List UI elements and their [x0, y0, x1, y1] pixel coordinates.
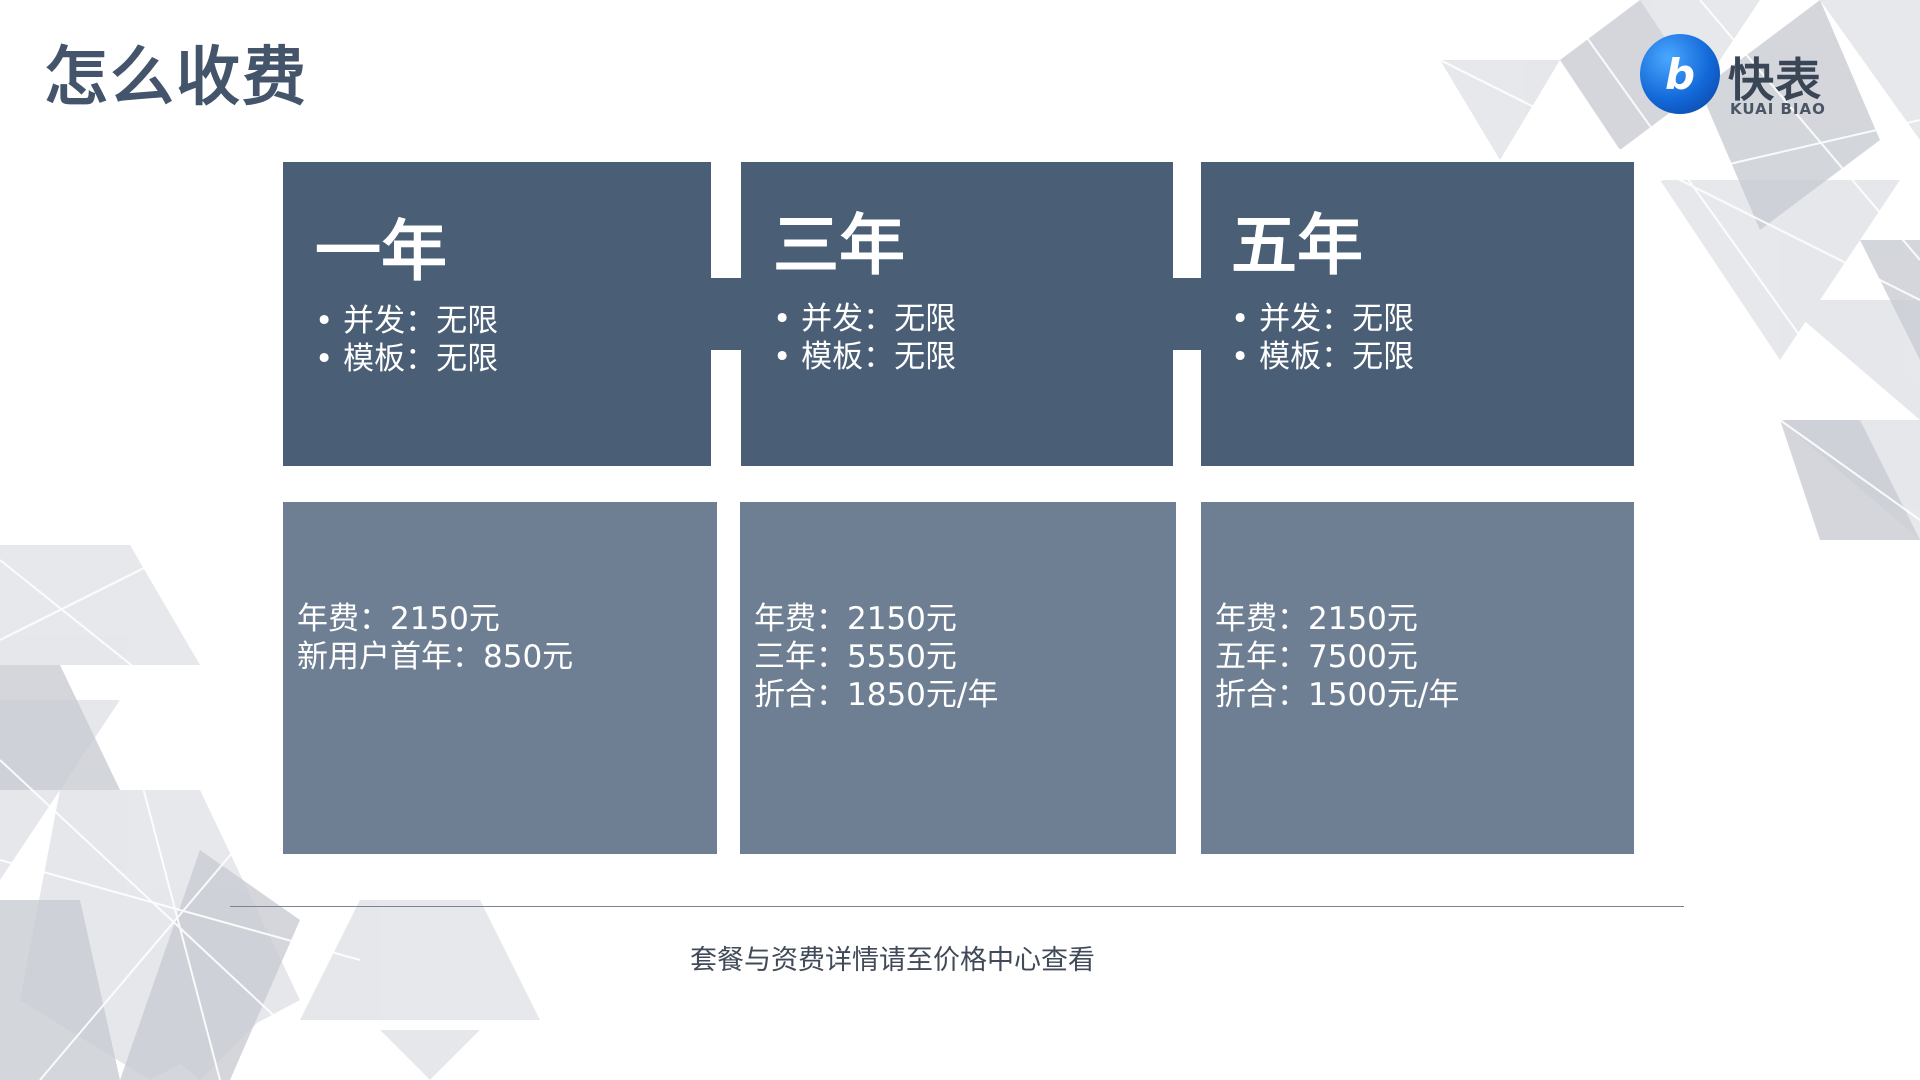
price-lines: 年费：2150元 三年：5550元 折合：1850元/年: [754, 600, 998, 714]
plan-features: 并发：无限 模板：无限: [1231, 300, 1414, 376]
footer-divider: [230, 906, 1684, 907]
price-line: 年费：2150元: [297, 601, 500, 637]
page-title: 怎么收费: [44, 41, 308, 115]
price-card-3: 年费：2150元 五年：7500元 折合：1500元/年: [1201, 502, 1634, 854]
plan-features: 并发：无限 模板：无限: [315, 302, 498, 378]
feature-item: 并发：无限: [773, 300, 956, 338]
price-line: 三年：5550元: [754, 639, 957, 675]
kuaibiao-logo: b 快表 KUAI BIAO: [1640, 30, 1840, 120]
feature-item: 并发：无限: [1231, 300, 1414, 338]
card-connector: [1171, 278, 1205, 350]
price-lines: 年费：2150元 新用户首年：850元: [297, 600, 573, 676]
feature-item: 并发：无限: [315, 302, 498, 340]
feature-item: 模板：无限: [1231, 338, 1414, 376]
price-line: 新用户首年：850元: [297, 639, 574, 675]
price-line: 折合：1850元/年: [754, 677, 999, 713]
price-line: 折合：1500元/年: [1215, 677, 1460, 713]
plan-card-3: 五年 并发：无限 模板：无限: [1201, 162, 1634, 466]
plan-card-1: 一年 并发：无限 模板：无限: [283, 162, 711, 466]
plan-name: 五年: [1231, 207, 1363, 284]
logo-name-cn: 快表: [1728, 53, 1822, 107]
price-card-2: 年费：2150元 三年：5550元 折合：1850元/年: [740, 502, 1176, 854]
plan-name: 一年: [315, 213, 447, 290]
feature-item: 模板：无限: [773, 338, 956, 376]
pricing-center-note: 套餐与资费详情请至价格中心查看: [690, 945, 1095, 976]
price-lines: 年费：2150元 五年：7500元 折合：1500元/年: [1215, 600, 1459, 714]
logo-name-en: KUAI BIAO: [1730, 100, 1826, 118]
plan-card-2: 三年 并发：无限 模板：无限: [741, 162, 1173, 466]
plan-name: 三年: [773, 207, 905, 284]
plan-features: 并发：无限 模板：无限: [773, 300, 956, 376]
price-card-1: 年费：2150元 新用户首年：850元: [283, 502, 717, 854]
feature-item: 模板：无限: [315, 340, 498, 378]
price-line: 五年：7500元: [1215, 639, 1418, 675]
price-line: 年费：2150元: [754, 601, 957, 637]
logo-mark: b: [1640, 34, 1720, 114]
price-line: 年费：2150元: [1215, 601, 1418, 637]
card-connector: [709, 278, 743, 350]
